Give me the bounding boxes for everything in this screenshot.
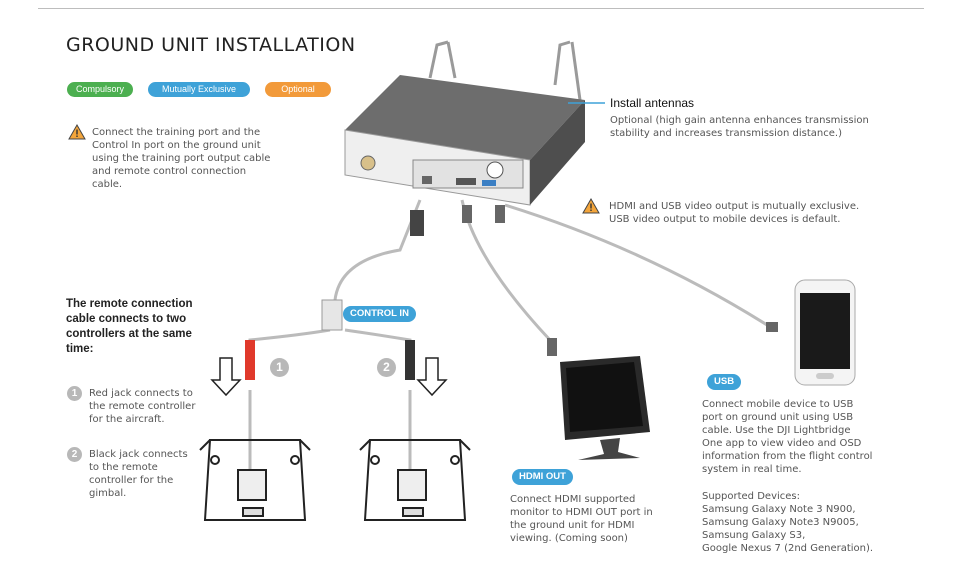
usb-badge: USB <box>707 374 742 390</box>
legend-optional: Optional <box>265 82 331 97</box>
down-arrow-icon <box>210 357 448 397</box>
usb-line: One app to view video and OSD <box>702 438 862 449</box>
cables <box>248 199 776 470</box>
warning-icon <box>68 124 86 140</box>
red-jack <box>245 340 255 380</box>
step1-line: Red jack connects to <box>89 388 193 399</box>
hdmi-note: Connect HDMI supported monitor to HDMI O… <box>510 493 653 545</box>
exclusive-note: HDMI and USB video output is mutually ex… <box>609 200 859 226</box>
remote-cable-heading: The remote connection cable connects to … <box>66 297 193 357</box>
hdmi-plug <box>462 205 472 223</box>
exclusive-line: USB video output to mobile devices is de… <box>609 214 841 225</box>
training-note-line: using the training port output cable <box>92 153 271 164</box>
training-note-line: and remote control connection <box>92 166 247 177</box>
device-item: Google Nexus 7 (2nd Generation). <box>702 543 874 554</box>
step1-text: Red jack connects to the remote controll… <box>89 387 195 426</box>
remote-cable-line: The remote connection <box>66 298 193 310</box>
supported-heading: Supported Devices: <box>702 491 800 502</box>
step1-line: the remote controller <box>89 401 196 412</box>
usb-line: port on ground unit using USB <box>702 412 854 423</box>
device-item: Samsung Galaxy Note3 N9005, <box>702 517 859 528</box>
jack-number: 2 <box>377 358 396 377</box>
control-in-plug <box>410 210 424 236</box>
antennas-heading: Install antennas <box>610 96 695 110</box>
step-number: 2 <box>67 447 82 462</box>
usb-line: Connect mobile device to USB <box>702 399 854 410</box>
splitter <box>321 299 343 331</box>
control-in-badge: CONTROL IN <box>343 306 416 322</box>
usb-plug <box>495 205 505 223</box>
warning-icon <box>582 198 600 214</box>
step-number: 1 <box>67 386 82 401</box>
antennas-line: Optional (high gain antenna enhances tra… <box>610 115 869 126</box>
remote-cable-line: controllers at the same <box>66 328 192 340</box>
step2-text: Black jack connects to the remote contro… <box>89 448 188 500</box>
usb-line: information from the flight control <box>702 451 873 462</box>
antennas-note: Optional (high gain antenna enhances tra… <box>610 114 869 140</box>
ground-unit-illustration <box>344 75 585 206</box>
top-divider <box>38 8 924 9</box>
remote-controller-illustration <box>199 439 311 521</box>
step2-line: Black jack connects <box>89 449 188 460</box>
training-note-line: Control In port on the ground unit <box>92 140 261 151</box>
usb-plug-end <box>766 322 778 332</box>
training-note-line: Connect the training port and the <box>92 127 261 138</box>
step2-line: gimbal. <box>89 488 127 499</box>
step2-line: controller for the <box>89 475 174 486</box>
phone-illustration <box>794 279 856 386</box>
usb-note: Connect mobile device to USB port on gro… <box>702 398 872 476</box>
usb-line: cable. Use the DJI Lightbridge <box>702 425 851 436</box>
training-note: Connect the training port and the Contro… <box>92 126 270 191</box>
remote-cable-line: cable connects to two <box>66 313 187 325</box>
hdmi-badge: HDMI OUT <box>512 469 573 485</box>
jack-number: 1 <box>270 358 289 377</box>
hdmi-line: the ground unit for HDMI <box>510 520 635 531</box>
hdmi-line: Connect HDMI supported <box>510 494 636 505</box>
remote-cable-line: time: <box>66 343 94 355</box>
hdmi-plug-end <box>547 338 557 356</box>
supported-devices: Supported Devices: Samsung Galaxy Note 3… <box>702 490 873 555</box>
antennas-line: stability and increases transmission dis… <box>610 128 843 139</box>
step2-line: to the remote <box>89 462 158 473</box>
legend-compulsory: Compulsory <box>67 82 133 97</box>
page-title: GROUND UNIT INSTALLATION <box>66 34 356 56</box>
training-note-line: cable. <box>92 179 123 190</box>
device-item: Samsung Galaxy S3, <box>702 530 806 541</box>
black-jack <box>405 340 415 380</box>
hdmi-line: viewing. (Coming soon) <box>510 533 628 544</box>
exclusive-line: HDMI and USB video output is mutually ex… <box>609 201 860 212</box>
device-item: Samsung Galaxy Note 3 N900, <box>702 504 856 515</box>
usb-line: system in real time. <box>702 464 802 475</box>
antenna-icon <box>428 40 582 101</box>
remote-controller-illustration <box>359 439 471 521</box>
monitor-illustration <box>560 356 650 460</box>
hdmi-line: monitor to HDMI OUT port in <box>510 507 653 518</box>
legend-mutually-exclusive: Mutually Exclusive <box>148 82 250 97</box>
step1-line: for the aircraft. <box>89 414 165 425</box>
